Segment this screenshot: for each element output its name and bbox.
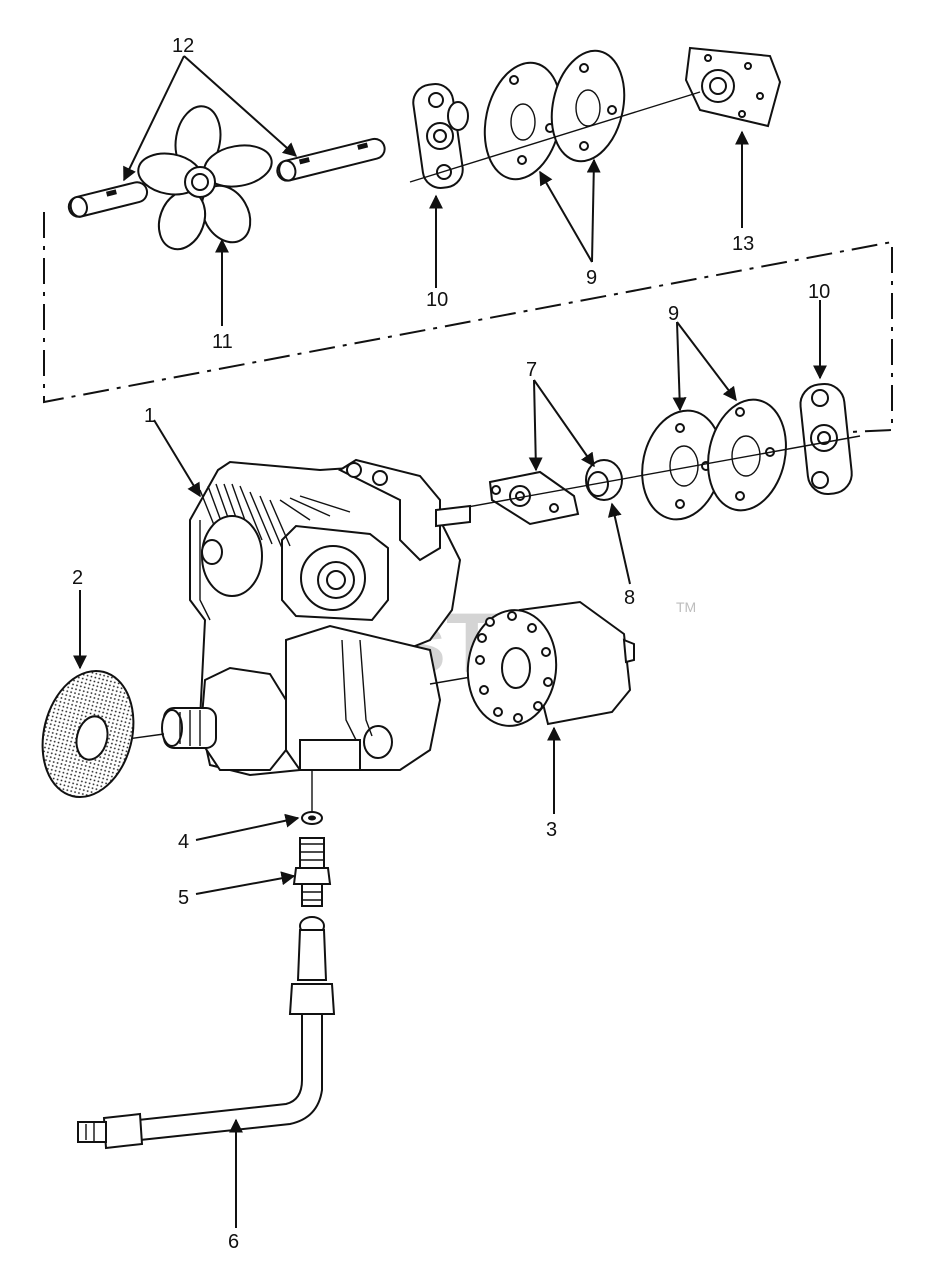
part-9-flanges-top xyxy=(483,49,626,181)
callout-3: 3 xyxy=(546,819,557,841)
upper-shaft-line xyxy=(409,91,701,183)
callout-10-top: 10 xyxy=(426,289,448,311)
callout-10-lower: 10 xyxy=(808,281,830,303)
part-4-washer xyxy=(301,811,323,825)
callout-4: 4 xyxy=(178,831,189,853)
callout-5: 5 xyxy=(178,887,189,909)
leader-lines xyxy=(73,55,827,1228)
callout-9-lower: 9 xyxy=(668,303,679,325)
part-3-filter xyxy=(466,600,635,727)
callout-1: 1 xyxy=(144,405,155,427)
part-7-coupler xyxy=(488,470,580,526)
callout-2: 2 xyxy=(72,567,83,589)
callout-11: 11 xyxy=(212,331,233,353)
part-6-oil-line xyxy=(77,916,336,1150)
part-13-mount-plate xyxy=(684,46,782,128)
callout-13: 13 xyxy=(732,233,754,255)
assembly-outline xyxy=(43,212,893,433)
callouts: 12 11 10 9 13 10 9 7 8 1 2 3 4 5 6 xyxy=(72,35,830,1253)
callout-8: 8 xyxy=(624,587,635,609)
watermark-trademark: TM xyxy=(676,599,696,615)
part-12-pins xyxy=(67,137,386,218)
part-9-flanges-lower xyxy=(641,398,787,521)
part-2-washer xyxy=(41,669,135,799)
middle-shaft-line xyxy=(439,435,861,513)
part-1-transmission xyxy=(161,458,471,777)
callout-6: 6 xyxy=(228,1231,239,1253)
callout-9-top: 9 xyxy=(586,267,597,289)
callout-12: 12 xyxy=(172,35,194,57)
part-5-fitting xyxy=(292,837,332,907)
part-11-fan xyxy=(137,105,273,251)
part-10-coupler-top xyxy=(412,83,469,189)
part-10-coupler-lower xyxy=(799,382,853,496)
callout-7: 7 xyxy=(526,359,537,381)
